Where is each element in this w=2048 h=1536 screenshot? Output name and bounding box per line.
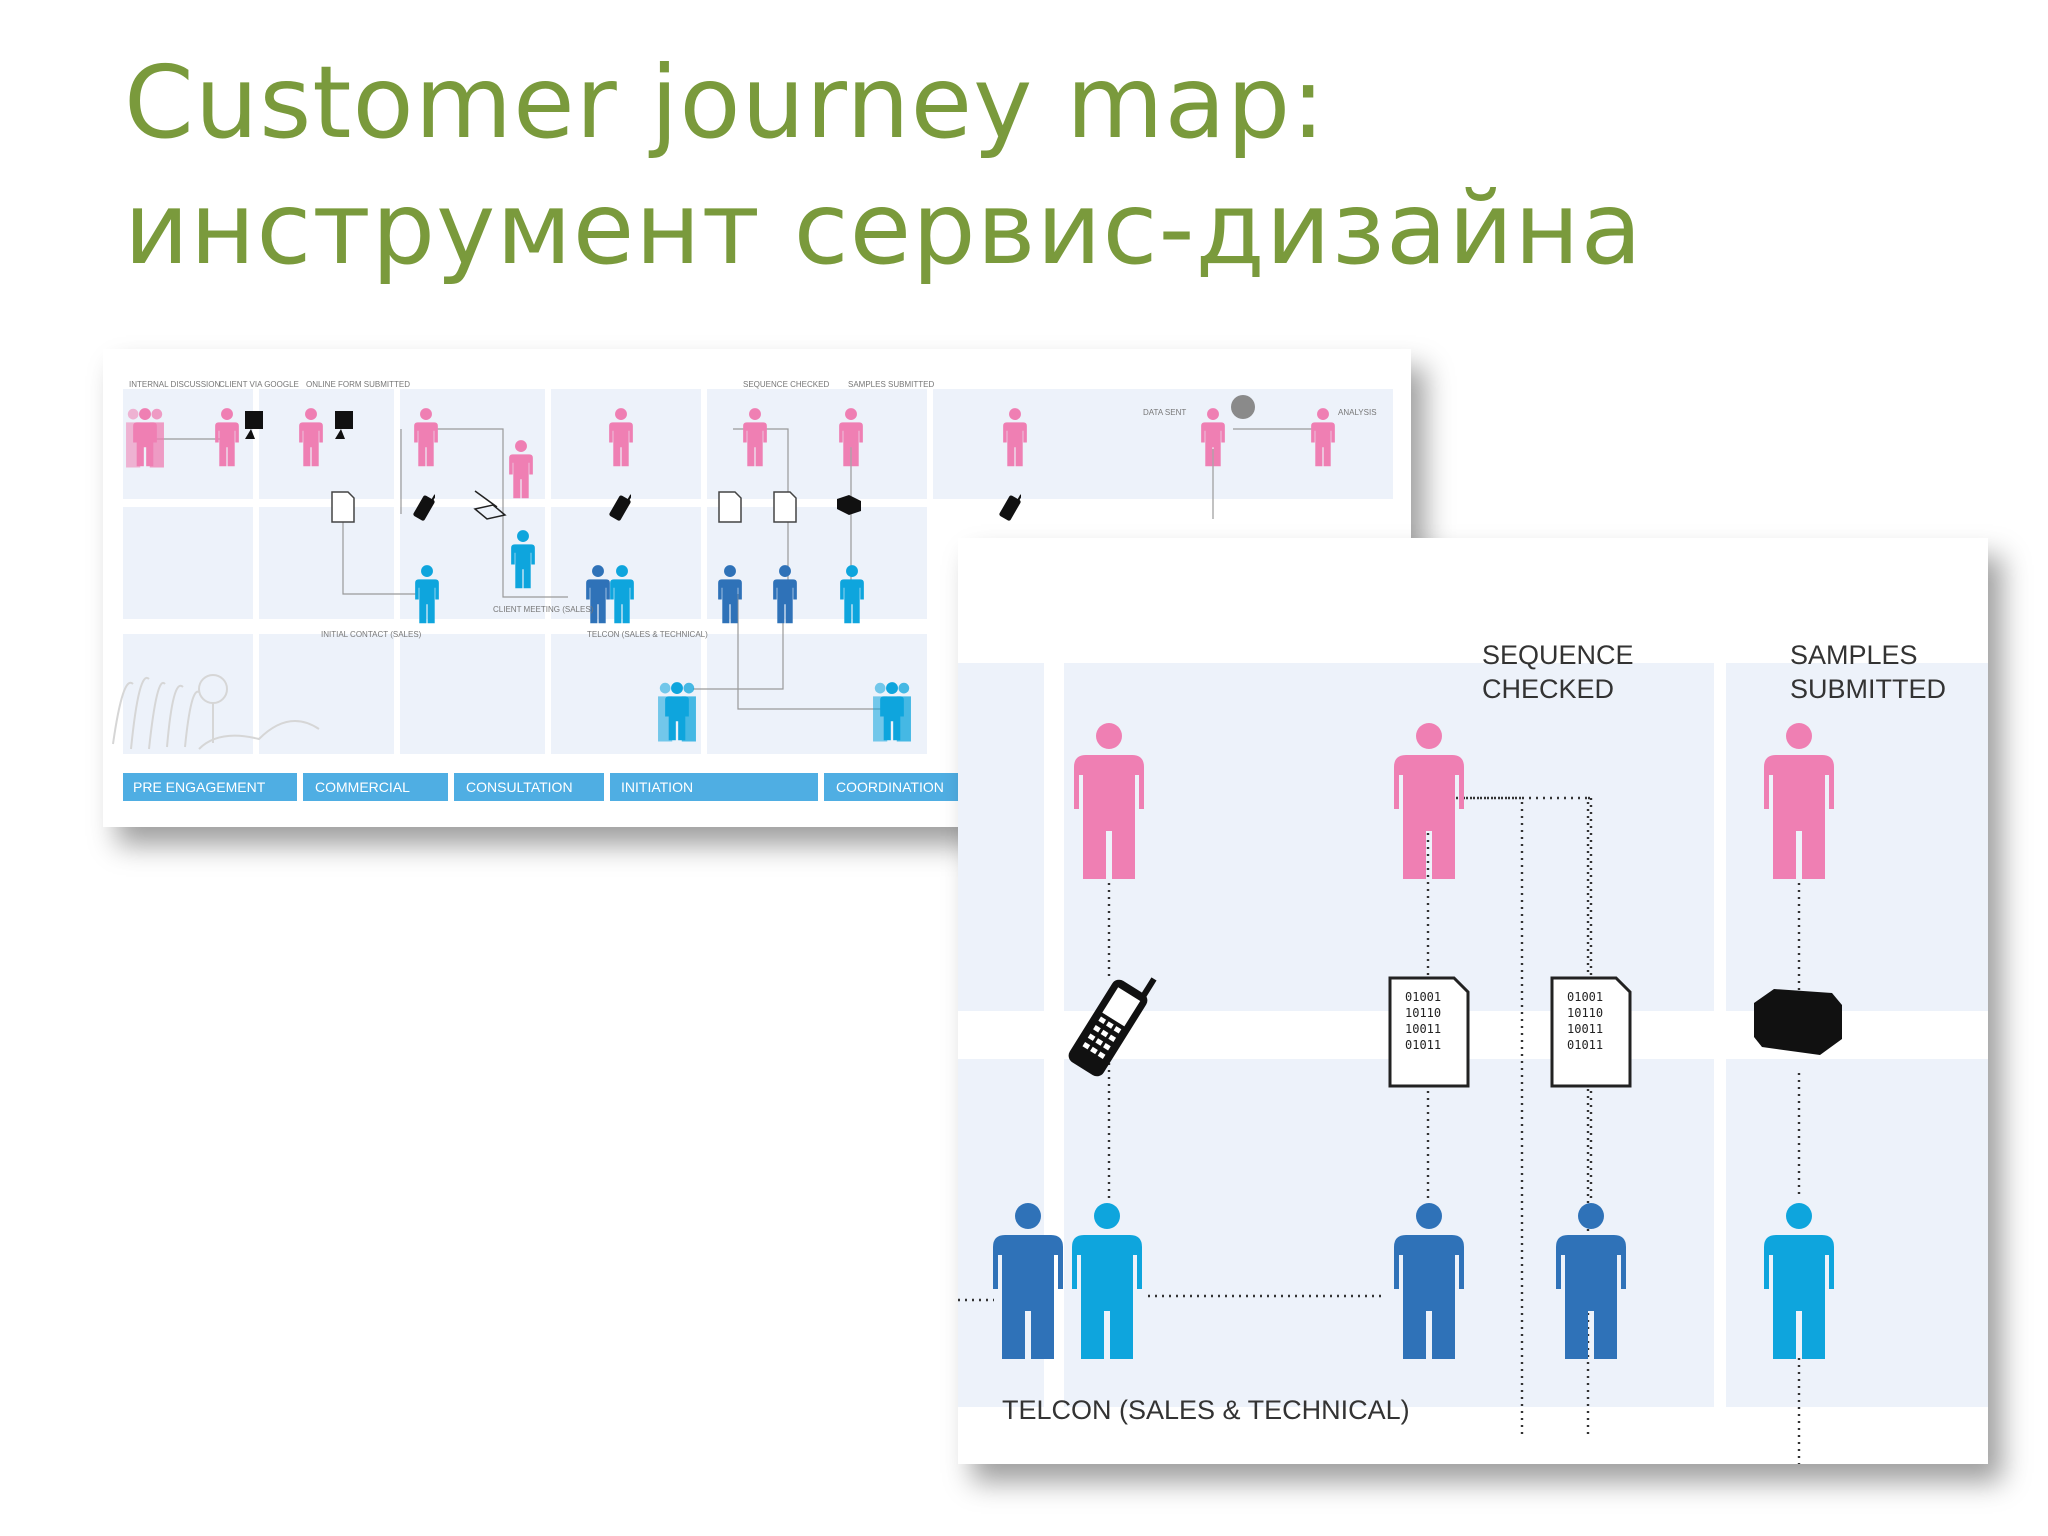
doc-line: 10110 (1567, 1006, 1603, 1020)
phase-initiation (610, 773, 818, 801)
phase-commercial (303, 773, 448, 801)
overview-touchpoints (245, 395, 1255, 523)
detail-touchpoints: 01001 10110 10011 01011 01001 10110 1001… (1068, 976, 1842, 1088)
monitor-icon (335, 411, 353, 439)
binary-document-icon: 01001 10110 10011 01011 (1550, 976, 1632, 1088)
doc-line: 01001 (1567, 990, 1603, 1004)
title-line-2: инструмент сервис-дизайна (124, 170, 1643, 287)
detail-lanes (958, 663, 1988, 1407)
ov-label-telcon: TELCON (SALES & TECHNICAL) (587, 630, 708, 639)
doc-line: 10110 (1405, 1006, 1441, 1020)
sample-box-icon (1754, 989, 1842, 1055)
document-icon (718, 491, 742, 523)
phase-label: PRE ENGAGEMENT (133, 779, 266, 795)
label-sequence-line1: SEQUENCE (1482, 640, 1634, 670)
ov-label-client-meeting: CLIENT MEETING (SALES) (493, 605, 594, 614)
phase-consultation (454, 773, 604, 801)
ov-label-internal-discussion: INTERNAL DISCUSSION (129, 380, 220, 389)
sketch-decoration (112, 674, 320, 750)
label-telcon: TELCON (SALES & TECHNICAL) (1002, 1395, 1410, 1425)
doc-line: 01001 (1405, 990, 1441, 1004)
overview-top-labels: INTERNAL DISCUSSION CLIENT VIA GOOGLE ON… (129, 380, 1377, 417)
document-icon (773, 491, 797, 523)
ov-label-data-sent: DATA SENT (1143, 408, 1186, 417)
ov-label-samples-submitted: SAMPLES SUBMITTED (848, 380, 934, 389)
pen-paper-icon (473, 490, 507, 520)
ov-label-client-google: CLIENT VIA GOOGLE (219, 380, 299, 389)
overview-phase-bar: PRE ENGAGEMENT COMMERCIAL CONSULTATION I… (123, 773, 1064, 801)
doc-line: 01011 (1567, 1038, 1603, 1052)
label-samples-line1: SAMPLES (1790, 640, 1918, 670)
phase-label: COORDINATION (836, 779, 944, 795)
doc-line: 01011 (1405, 1038, 1441, 1052)
binary-document-icon: 01001 10110 10011 01011 (1388, 976, 1470, 1088)
ov-label-analysis: ANALYSIS (1338, 408, 1377, 417)
document-icon (331, 491, 355, 523)
data-sent-icon (1231, 395, 1255, 419)
phase-label: CONSULTATION (466, 779, 573, 795)
journey-map-detail: SEQUENCE CHECKED SAMPLES SUBMITTED TELCO… (958, 538, 1988, 1464)
ov-label-sequence-checked: SEQUENCE CHECKED (743, 380, 829, 389)
doc-line: 10011 (1405, 1022, 1441, 1036)
slide-title: Customer journey map: инструмент сервис-… (124, 40, 1643, 292)
overview-row-labels: INITIAL CONTACT (SALES) CLIENT MEETING (… (321, 605, 708, 639)
label-sequence-line2: CHECKED (1482, 674, 1614, 704)
phase-label: INITIATION (621, 779, 693, 795)
sample-box-icon (837, 495, 861, 515)
label-samples-line2: SUBMITTED (1790, 674, 1946, 704)
mobile-phone-icon (1068, 977, 1157, 1077)
detail-diagram: SEQUENCE CHECKED SAMPLES SUBMITTED TELCO… (958, 538, 1988, 1464)
ov-label-online-form: ONLINE FORM SUBMITTED (306, 380, 410, 389)
title-line-1: Customer journey map: (124, 44, 1326, 161)
ov-label-initial-contact: INITIAL CONTACT (SALES) (321, 630, 422, 639)
monitor-icon (245, 411, 263, 439)
phase-label: COMMERCIAL (315, 779, 410, 795)
detail-labels: SEQUENCE CHECKED SAMPLES SUBMITTED TELCO… (1002, 640, 1946, 1425)
doc-line: 10011 (1567, 1022, 1603, 1036)
phase-pre-engagement (123, 773, 297, 801)
